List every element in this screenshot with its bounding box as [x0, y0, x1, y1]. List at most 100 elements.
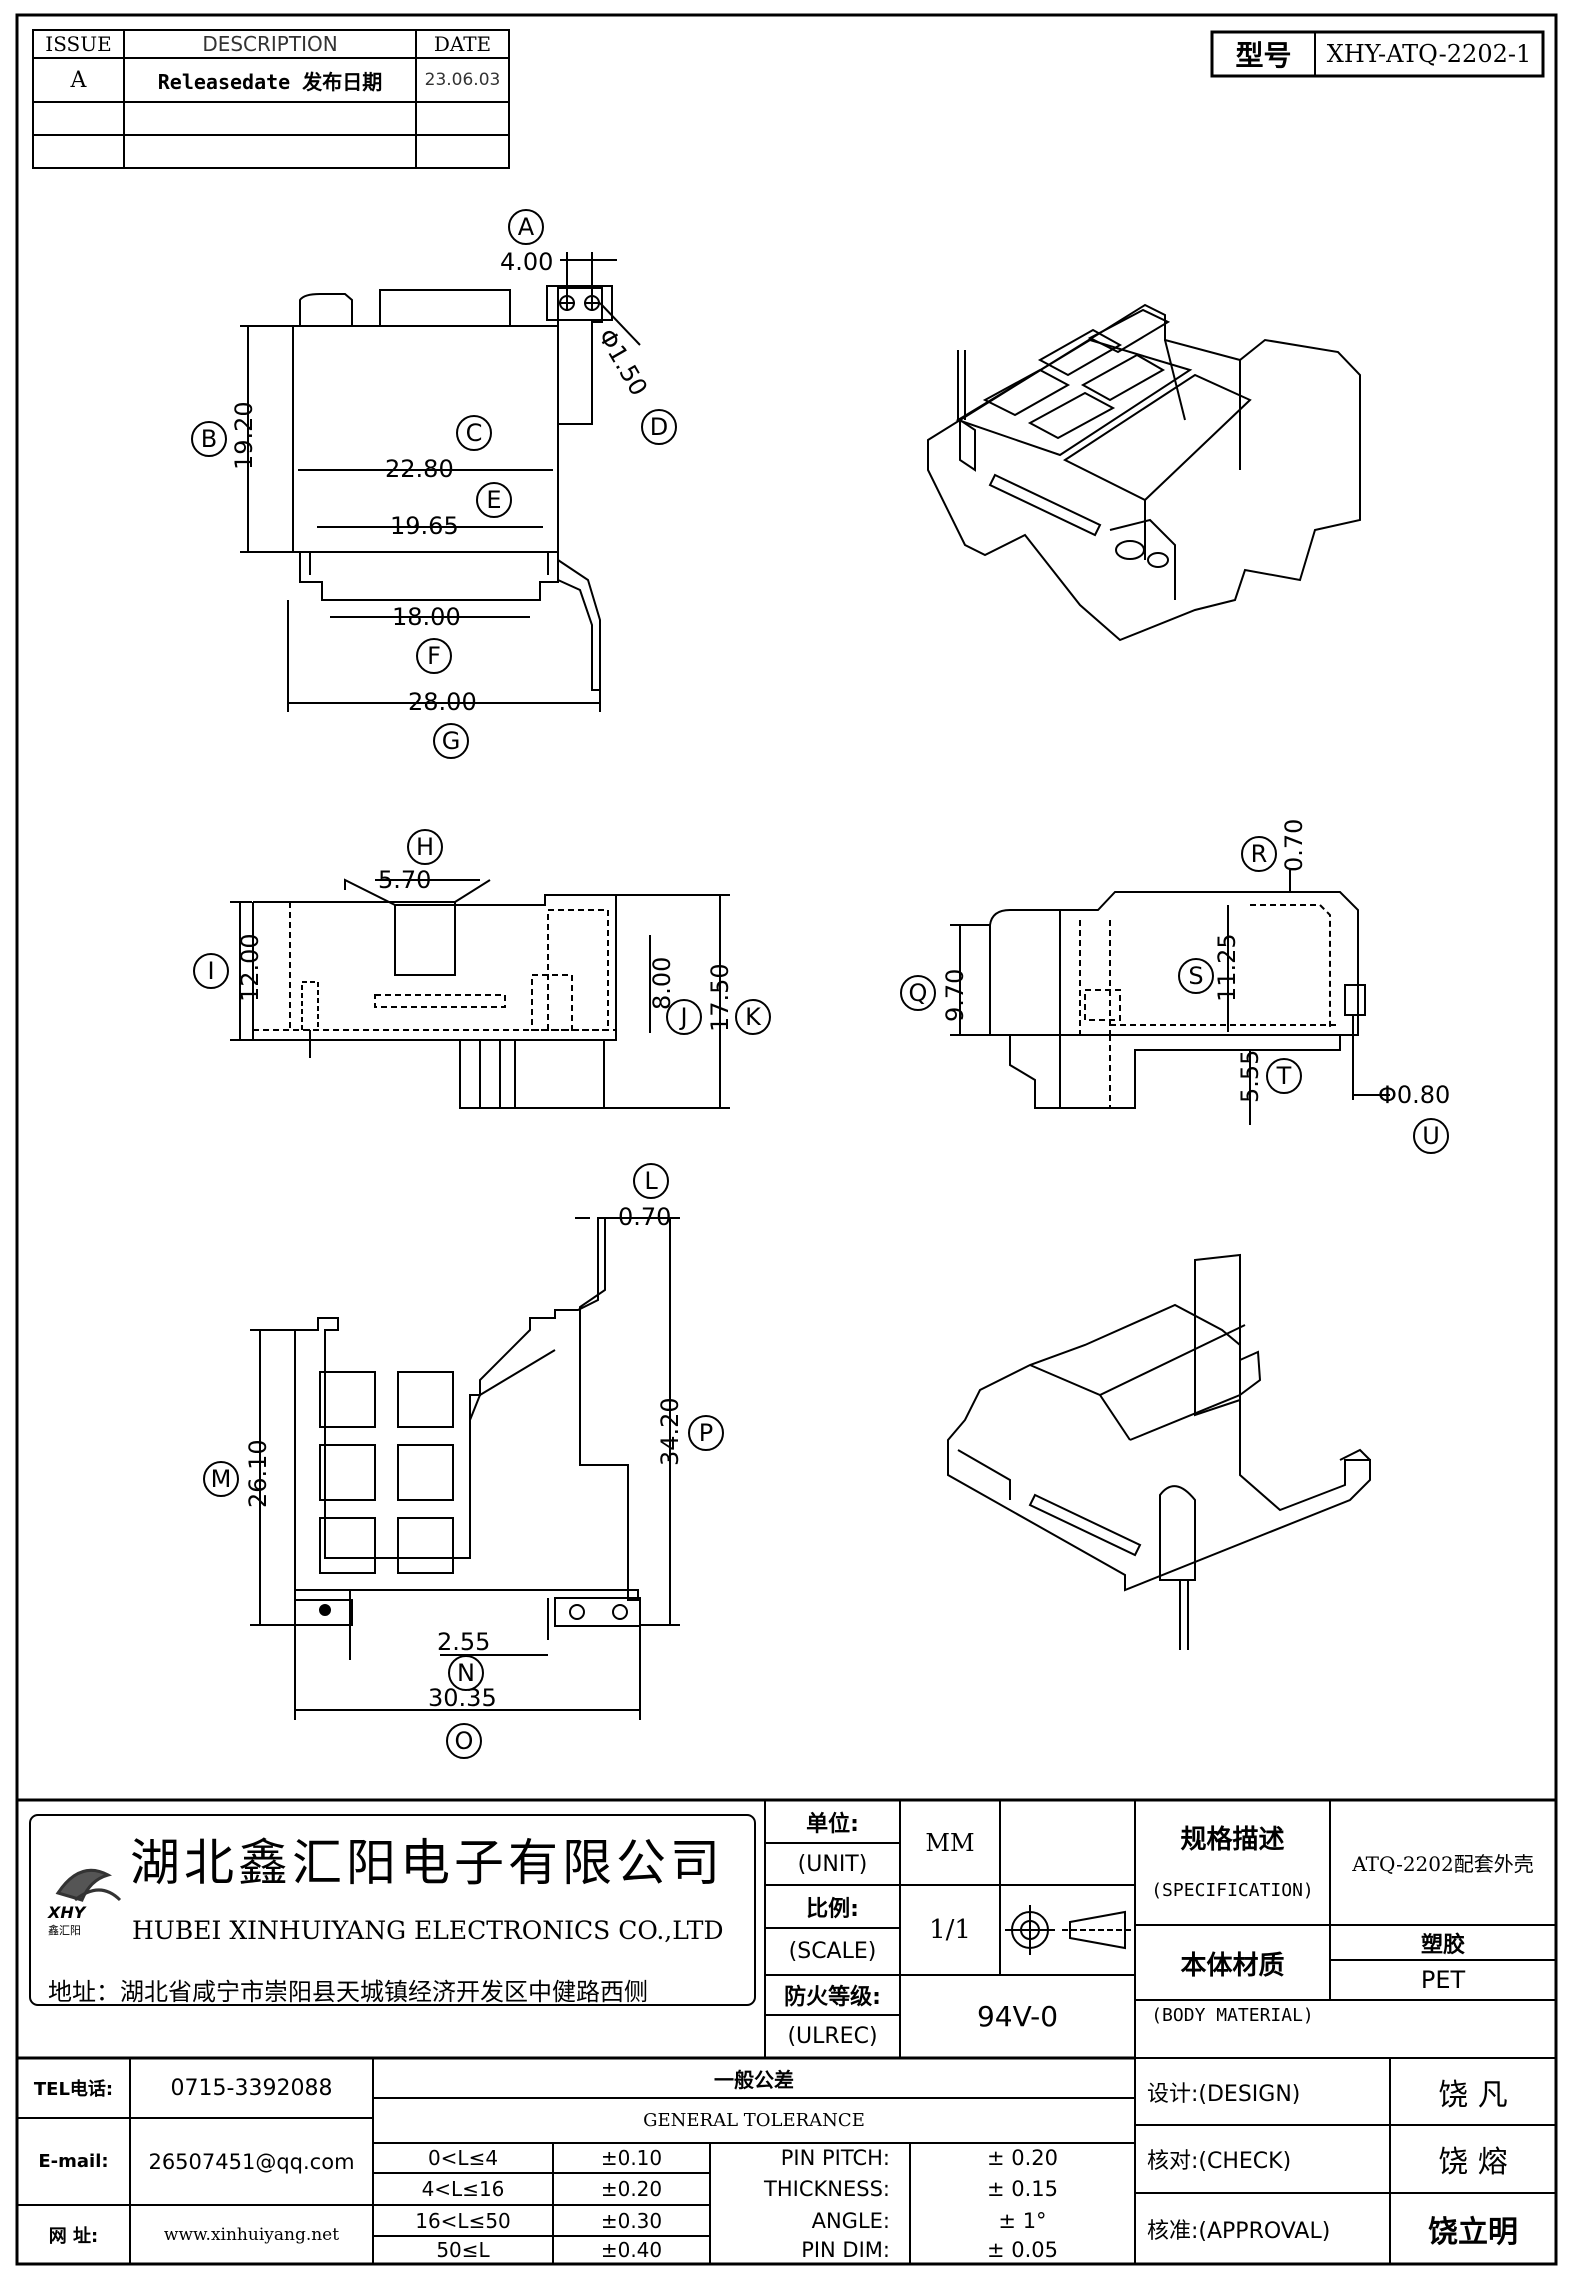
- callout-a: A: [508, 209, 544, 245]
- tolerance-title-en: GENERAL TOLERANCE: [643, 2110, 865, 2131]
- material-label-cn: 本体材质: [1180, 1950, 1285, 1981]
- scale-label-cn: 比例:: [806, 1896, 859, 1922]
- tol-value: ±0.40: [600, 2238, 663, 2262]
- callout-q: Q: [900, 975, 936, 1011]
- web-label: 网 址:: [48, 2225, 99, 2247]
- callout-n: N: [448, 1655, 484, 1691]
- design-label: 设计:(DESIGN): [1147, 2081, 1301, 2107]
- model-number: XHY-ATQ-2202-1: [1326, 40, 1532, 68]
- tol-item-value: ± 0.20: [986, 2146, 1059, 2170]
- callout-o: O: [446, 1723, 482, 1759]
- tol-value: ±0.20: [600, 2177, 663, 2201]
- callout-d: D: [641, 409, 677, 445]
- callout-p: P: [688, 1415, 724, 1451]
- tol-item-value: ± 0.15: [986, 2177, 1059, 2201]
- callout-j: J: [666, 999, 702, 1035]
- callout-c: C: [456, 415, 492, 451]
- dim-U: Φ0.80: [1378, 1081, 1451, 1109]
- dim-G: 28.00: [408, 688, 477, 716]
- dim-Q: 9.70: [941, 968, 969, 1022]
- callout-l: L: [633, 1163, 669, 1199]
- dim-F: 18.00: [392, 603, 461, 631]
- material-label-en: (BODY MATERIAL): [1151, 2004, 1314, 2026]
- scale-value: 1/1: [929, 1915, 971, 1945]
- callout-u: U: [1413, 1118, 1449, 1154]
- rev-row-issue: A: [70, 67, 87, 93]
- approval-label: 核准:(APPROVAL): [1147, 2218, 1331, 2244]
- tol-item: ANGLE:: [811, 2208, 890, 2233]
- tol-item-value: ± 0.05: [986, 2238, 1059, 2262]
- tol-item: PIN DIM:: [801, 2238, 890, 2262]
- tol-value: ±0.10: [600, 2146, 663, 2170]
- company-logo-sub: 鑫汇阳: [48, 1924, 81, 1937]
- company-logo: XHY: [48, 1903, 86, 1922]
- dim-C: 22.80: [385, 455, 454, 483]
- dim-E: 19.65: [390, 512, 459, 540]
- dim-H: 5.70: [378, 866, 432, 894]
- callout-k: K: [735, 999, 771, 1035]
- rev-header-issue: ISSUE: [45, 32, 112, 56]
- spec-label-cn: 规格描述: [1180, 1824, 1285, 1855]
- check-name: 饶 熔: [1438, 2145, 1508, 2180]
- company-address: 地址：湖北省咸宁市崇阳县天城镇经济开发区中健路西侧: [48, 1978, 648, 2006]
- material-value-cn: 塑胶: [1420, 1932, 1465, 1958]
- callout-s: S: [1178, 958, 1214, 994]
- dim-S: 11.25: [1213, 933, 1241, 1002]
- dim-A: 4.00: [500, 248, 554, 276]
- company-name-en: HUBEI XINHUIYANG ELECTRONICS CO.,LTD: [132, 1916, 724, 1945]
- callout-m: M: [203, 1461, 239, 1497]
- tel-value: 0715-3392088: [170, 2075, 333, 2101]
- fire-label-cn: 防火等级:: [784, 1985, 881, 2010]
- dim-P: 34.20: [656, 1397, 684, 1466]
- callout-h: H: [407, 829, 443, 865]
- unit-label-cn: 单位:: [806, 1811, 859, 1837]
- tel-label: TEL电话:: [33, 2079, 114, 2100]
- callout-e: E: [476, 482, 512, 518]
- dim-T: 5.55: [1236, 1049, 1264, 1103]
- rev-row-date: 23.06.03: [424, 70, 501, 90]
- email-value[interactable]: 26507451@qq.com: [148, 2149, 355, 2174]
- tolerance-title-cn: 一般公差: [714, 2067, 794, 2092]
- tol-range: 4<L≤16: [421, 2177, 505, 2201]
- dim-R: 0.70: [1280, 818, 1308, 872]
- dim-N: 2.55: [437, 1628, 491, 1656]
- callout-t: T: [1266, 1058, 1302, 1094]
- approval-name: 饶立明: [1428, 2214, 1518, 2250]
- tol-range: 50≤L: [436, 2238, 490, 2262]
- fire-label-en: (ULREC): [787, 2024, 878, 2049]
- callout-g: G: [433, 723, 469, 759]
- model-label: 型号: [1235, 39, 1292, 72]
- callout-f: F: [416, 638, 452, 674]
- spec-value: ATQ-2202配套外壳: [1352, 1852, 1534, 1876]
- tol-range: 0<L≤4: [427, 2146, 499, 2170]
- unit-label-en: (UNIT): [797, 1851, 868, 1877]
- rev-header-description: DESCRIPTION: [202, 32, 338, 56]
- design-name: 饶 凡: [1438, 2077, 1508, 2113]
- tol-item: THICKNESS:: [764, 2177, 890, 2201]
- company-name-cn: 湖北鑫汇阳电子有限公司: [130, 1834, 724, 1892]
- spec-label-en: (SPECIFICATION): [1151, 1879, 1314, 1901]
- callout-b: B: [191, 421, 227, 457]
- dim-B: 19.20: [230, 401, 258, 470]
- tol-item-value: ± 1°: [998, 2208, 1047, 2233]
- dim-M: 26.10: [244, 1439, 272, 1508]
- callout-r: R: [1241, 836, 1277, 872]
- email-label: E-mail:: [38, 2151, 109, 2172]
- unit-value: MM: [925, 1828, 975, 1857]
- tol-value: ±0.30: [600, 2208, 663, 2233]
- dim-J: 8.00: [648, 956, 676, 1010]
- scale-label-en: (SCALE): [788, 1939, 877, 1964]
- material-value-en: PET: [1420, 1966, 1466, 1994]
- tol-item: PIN PITCH:: [780, 2146, 890, 2170]
- tol-range: 16<L≤50: [415, 2208, 511, 2233]
- dim-L: 0.70: [618, 1203, 672, 1231]
- rev-header-date: DATE: [433, 32, 492, 56]
- web-value[interactable]: www.xinhuiyang.net: [163, 2224, 340, 2245]
- dim-K: 17.50: [706, 963, 734, 1032]
- callout-i: I: [193, 953, 229, 989]
- dim-I: 12.00: [236, 933, 264, 1002]
- fire-value: 94V-0: [976, 2000, 1059, 2033]
- check-label: 核对:(CHECK): [1147, 2149, 1292, 2174]
